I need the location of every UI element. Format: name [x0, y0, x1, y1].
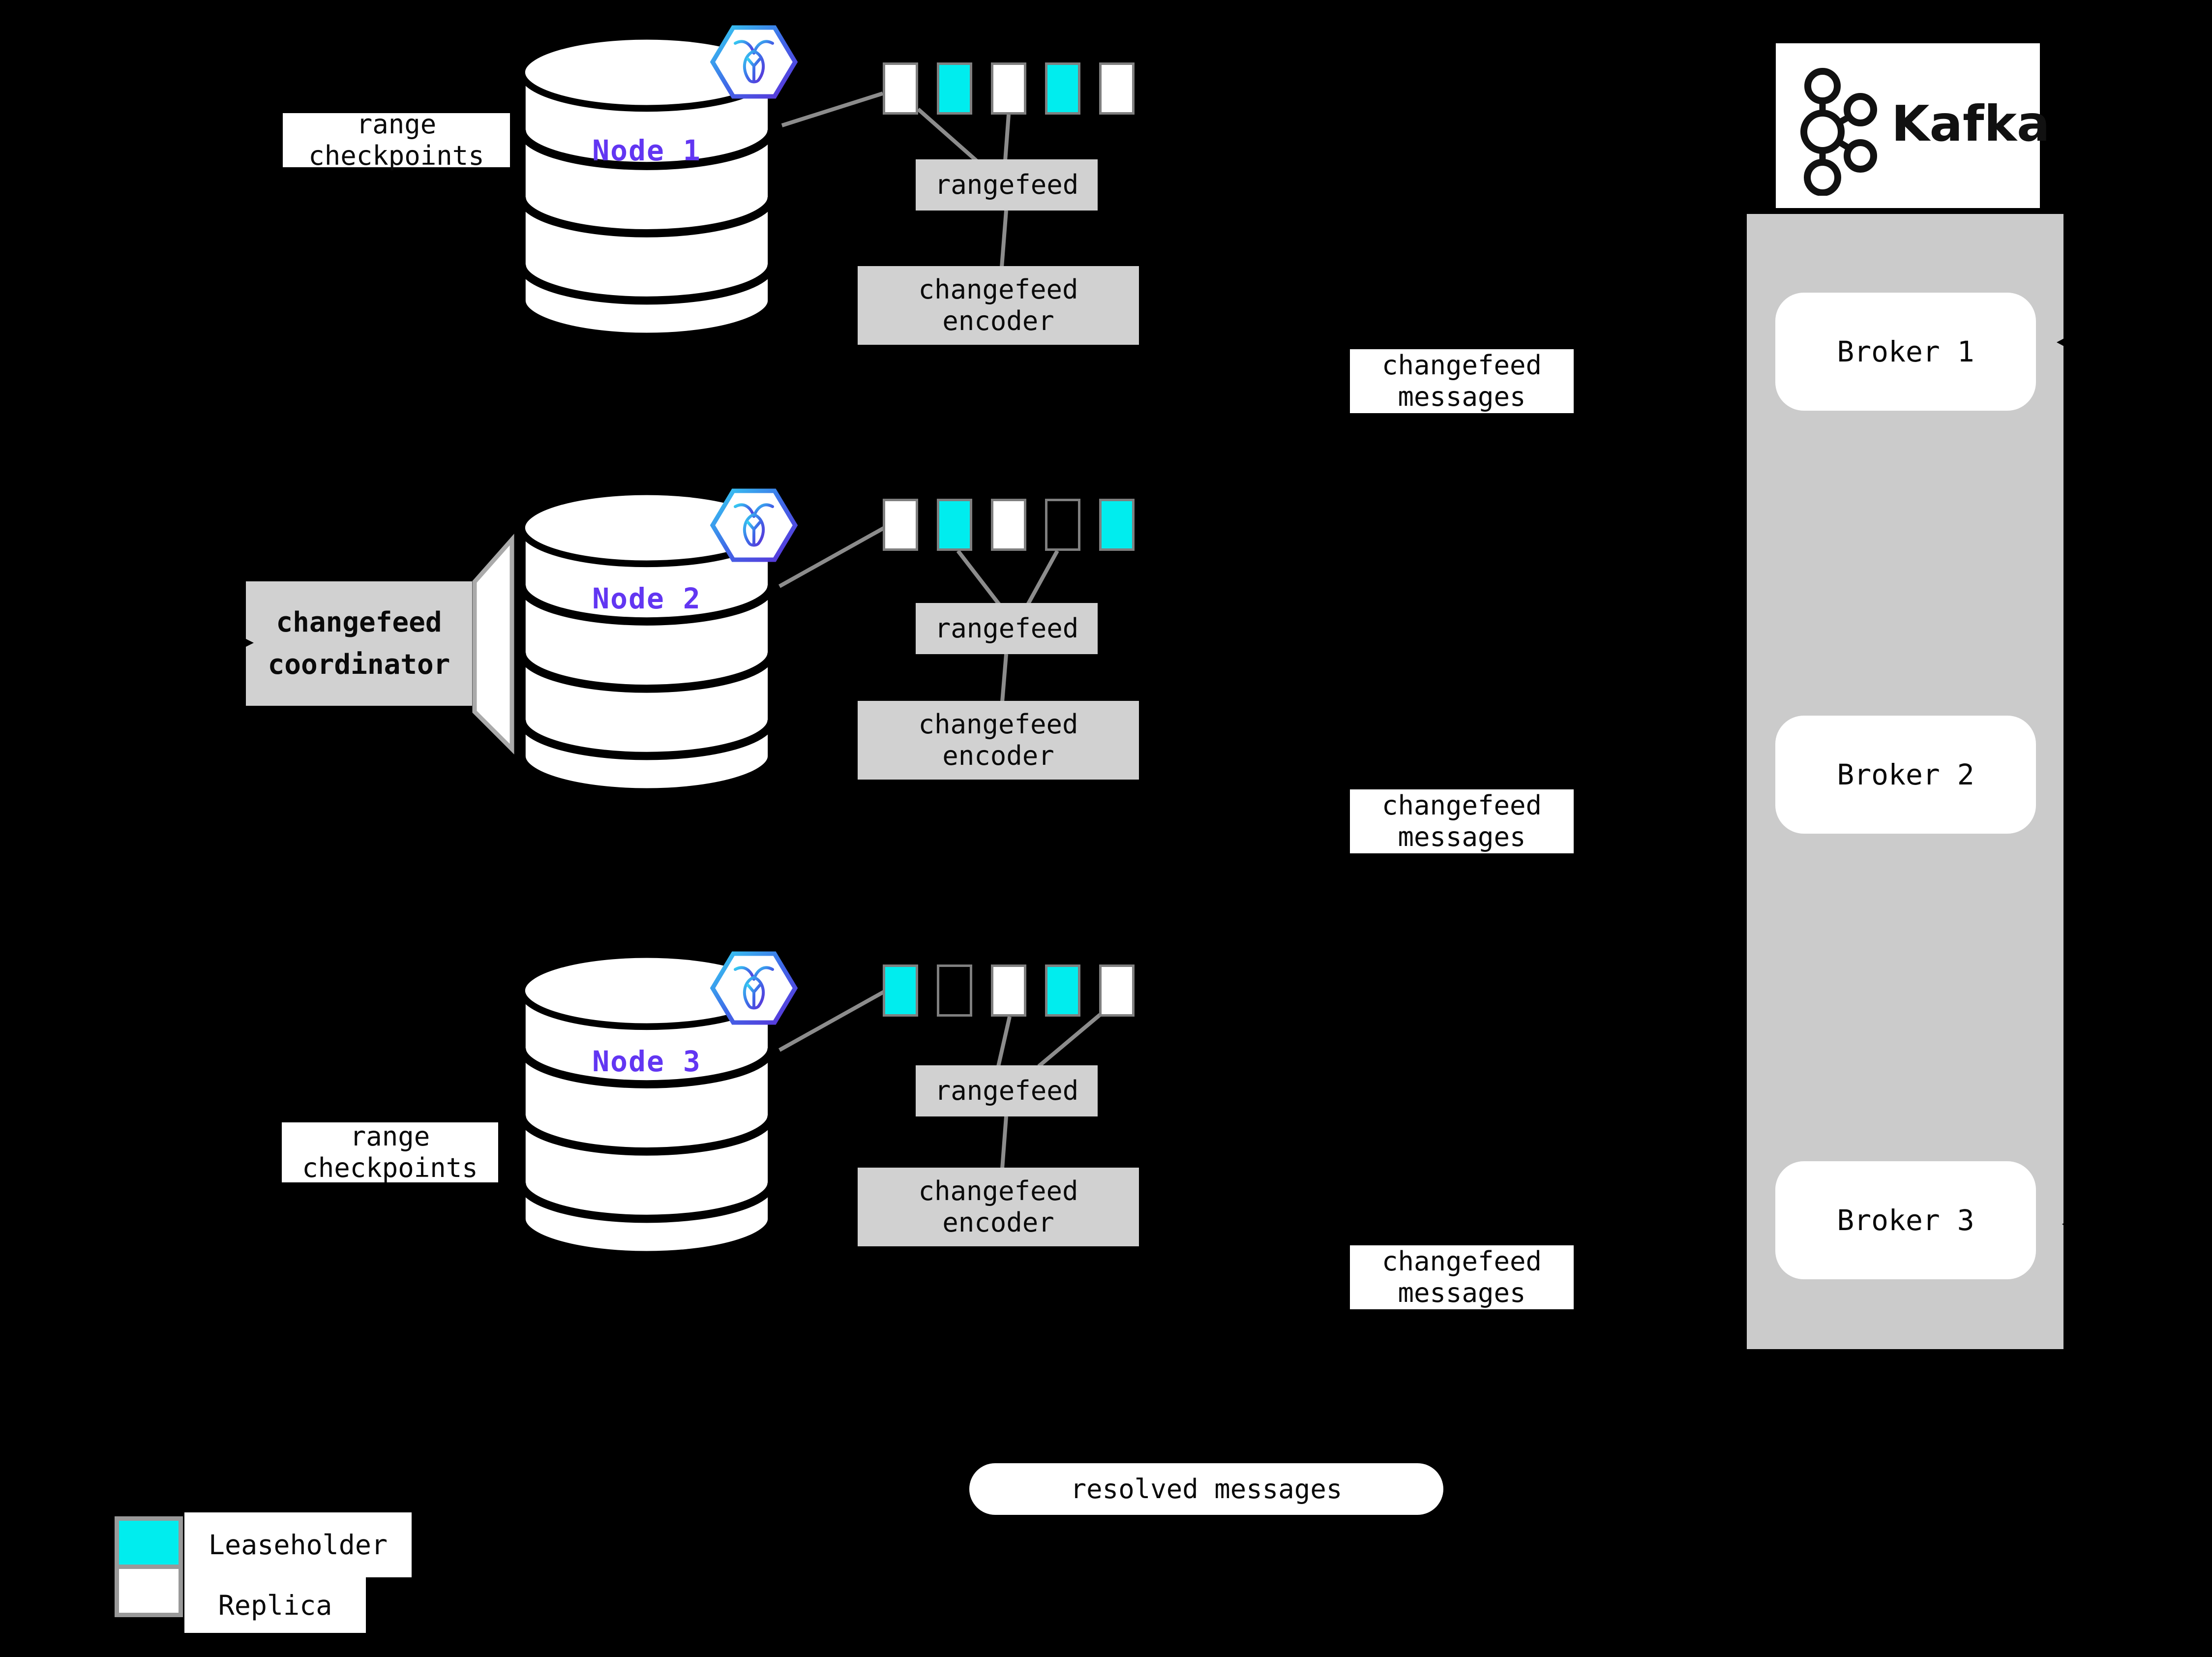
range-leaseholder	[1099, 499, 1135, 551]
coordinator-flag	[472, 534, 514, 754]
range-row	[883, 499, 1135, 551]
legend-replica-label: Replica	[184, 1577, 366, 1633]
range-replica	[991, 499, 1026, 551]
range-row	[883, 964, 1135, 1017]
range-replica	[991, 964, 1026, 1017]
messages-label: messages	[1398, 1277, 1526, 1308]
messages-label: messages	[1398, 381, 1526, 412]
node2-cylinder	[515, 487, 778, 799]
messages-label: changefeed	[1381, 1246, 1542, 1277]
coordinator-label: changefeed	[276, 606, 442, 638]
range-leaseholder	[1045, 964, 1080, 1017]
cockroachdb-icon	[710, 949, 798, 1027]
messages-label: changefeed	[1381, 350, 1542, 381]
range-leaseholder	[1045, 62, 1080, 115]
coordinator-label: coordinator	[268, 648, 450, 681]
changefeed-messages-box: changefeed messages	[1350, 789, 1574, 853]
resolved-messages-pill: resolved messages	[969, 1463, 1443, 1515]
range-leaseholder	[883, 964, 918, 1017]
range-replica	[883, 62, 918, 115]
encoder-label: changefeed	[918, 1175, 1078, 1206]
kafka-logo-box: Kafka	[1776, 43, 2050, 208]
range-replica	[991, 62, 1026, 115]
encoder-label: changefeed	[918, 709, 1078, 740]
encoder-label: changefeed	[918, 274, 1078, 305]
encoder-label: encoder	[942, 305, 1054, 336]
range-replica	[1099, 964, 1135, 1017]
range-hollow	[1045, 499, 1080, 551]
messages-label: changefeed	[1381, 790, 1542, 821]
rangefeed-box: rangefeed	[916, 159, 1098, 211]
node3-cylinder	[515, 950, 778, 1262]
rangefeed-box: rangefeed	[916, 1065, 1098, 1116]
range-replica	[883, 499, 918, 551]
node1-cylinder	[515, 31, 778, 344]
changefeed-encoder-box: changefeed encoder	[858, 1168, 1139, 1246]
encoder-label: encoder	[942, 740, 1054, 771]
node3-label: Node 3	[592, 1045, 701, 1078]
changefeed-encoder-box: changefeed encoder	[858, 701, 1139, 780]
node2-label: Node 2	[592, 582, 701, 615]
range-replica	[1099, 62, 1135, 115]
cockroachdb-icon	[710, 23, 798, 101]
kafka-icon	[1800, 68, 1877, 196]
range-row	[883, 62, 1135, 115]
changefeed-messages-box: changefeed messages	[1350, 349, 1574, 413]
legend-leaseholder-label: Leaseholder	[184, 1512, 412, 1577]
range-checkpoints-label: range checkpoints	[282, 1121, 498, 1183]
kafka-wordmark: Kafka	[1891, 95, 2050, 152]
changefeed-messages-box: changefeed messages	[1350, 1245, 1574, 1309]
legend-replica-swatch	[115, 1565, 183, 1617]
range-leaseholder	[937, 62, 972, 115]
broker-1: Broker 1	[1775, 293, 2036, 411]
encoder-label: encoder	[942, 1207, 1054, 1238]
messages-label: messages	[1398, 821, 1526, 852]
node1-label: Node 1	[592, 134, 701, 167]
changefeed-coordinator-box: changefeed coordinator	[246, 581, 472, 706]
cockroachdb-icon	[710, 486, 798, 565]
changefeed-encoder-box: changefeed encoder	[858, 266, 1139, 345]
range-hollow	[937, 964, 972, 1017]
broker-3: Broker 3	[1775, 1161, 2036, 1279]
legend-leaseholder-swatch	[115, 1516, 183, 1569]
broker-2: Broker 2	[1775, 716, 2036, 834]
rangefeed-box: rangefeed	[916, 603, 1098, 654]
range-leaseholder	[937, 499, 972, 551]
range-checkpoints-label: range checkpoints	[283, 109, 510, 171]
